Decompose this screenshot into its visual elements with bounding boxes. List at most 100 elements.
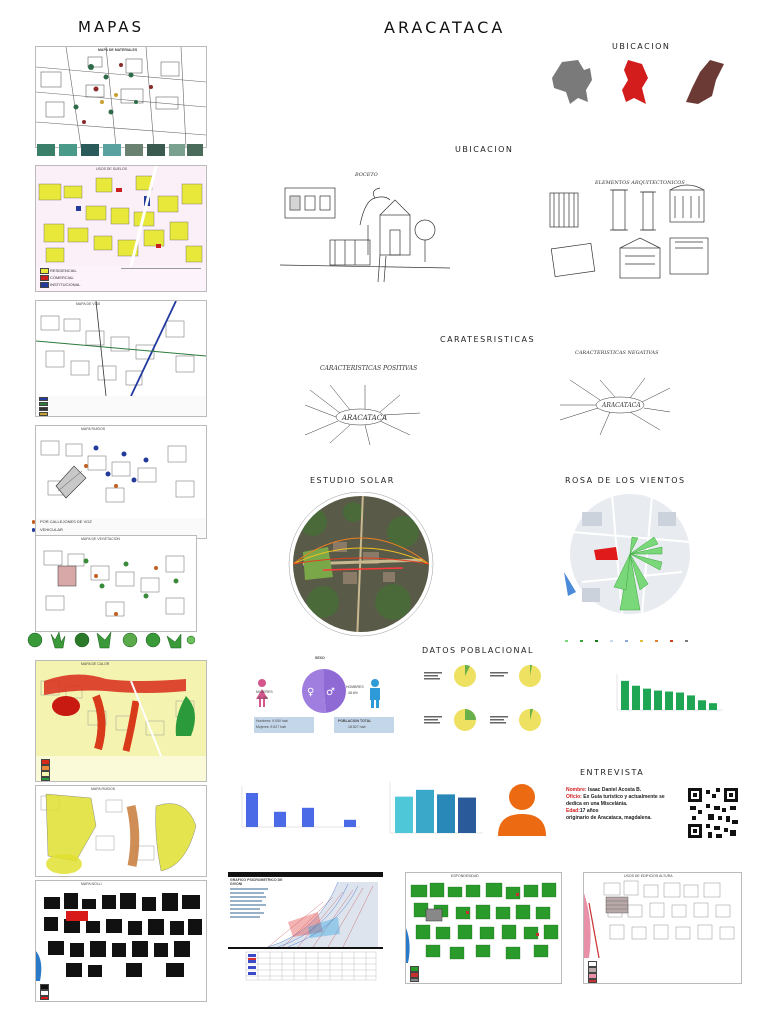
- pie-2: [519, 664, 541, 687]
- wind-rose-legend-dots: [565, 640, 688, 642]
- location-silhouettes: [552, 60, 724, 104]
- roads-map-title: MAPA DE VIAS: [76, 302, 101, 306]
- height-legend-2: [588, 967, 597, 973]
- heat-map-title: MAPA DE CALOR: [81, 662, 110, 666]
- material-swatches: [35, 144, 205, 158]
- population-table-right: POBLACION TOTAL 18.527 hab: [334, 717, 394, 733]
- interview-name-label: Nombre:: [566, 787, 587, 793]
- pie-3: [454, 709, 476, 731]
- sketch-b-label: ELEMENTOS ARQUITECTONICOS: [595, 180, 685, 186]
- aracataca-silhouette: [686, 60, 724, 104]
- density-legend-3: [410, 978, 419, 982]
- female-icon: [256, 679, 268, 707]
- estudio-solar-title: ESTUDIO SOLAR: [310, 476, 395, 485]
- men-count: Hombres: 9.000 hab: [256, 719, 288, 723]
- sketch-architecture: ELEMENTOS ARQUITECTONICOS: [545, 178, 715, 288]
- interview-age: 17 años: [579, 808, 599, 814]
- land-use-map-drawing: [36, 166, 206, 267]
- green-bars-group: [621, 680, 717, 710]
- mind-map-negative-title: CARACTERISTICAS NEGATIVAS: [575, 350, 659, 356]
- vegetation-map-drawing: [36, 536, 196, 631]
- teal-bar-3: [458, 797, 476, 833]
- green-bar-2: [643, 688, 651, 710]
- sketch-architecture-drawing: [549, 184, 709, 279]
- green-bar-7: [698, 700, 706, 710]
- noise-map-2-title: MAPA RUIDOS: [91, 787, 116, 791]
- height-legend-1: [588, 961, 597, 967]
- noise-map-2-drawing: [36, 786, 206, 876]
- pie-1: [454, 664, 476, 687]
- swatch-6: [147, 144, 165, 156]
- interview-origin: originario de Aracataca, magdalena.: [566, 815, 652, 821]
- main-title: ARACATACA: [384, 18, 506, 37]
- entrevista-title: ENTREVISTA: [580, 768, 645, 777]
- mind-map-positive-drawing: [304, 384, 421, 446]
- nolli-legend-1: [40, 984, 49, 990]
- male-symbol: ♂: [326, 687, 335, 698]
- vegetation-map: MAPA DE VEGETACION: [35, 535, 197, 632]
- mind-map-negative-center: ARACATACA: [602, 402, 641, 409]
- mapas-title: MAPAS: [78, 18, 145, 36]
- legend-residential: RESIDENCIAL: [50, 268, 77, 273]
- person-icon: [498, 784, 546, 836]
- roads-legend-3: [39, 407, 48, 411]
- swatch-5: [125, 144, 143, 156]
- legend-institutional: INSTITUCIONAL: [50, 282, 81, 287]
- plant-icons-svg: [27, 631, 196, 649]
- male-label: HOMBRES: [346, 685, 364, 689]
- qr-code[interactable]: [686, 786, 740, 840]
- swatch-2: [59, 144, 77, 156]
- interview-job-label: Oficio:: [566, 794, 582, 800]
- female-label: MUJERES: [256, 690, 273, 694]
- mind-map-positive: CARACTERISTICAS POSITIVAS ARACATACA: [280, 355, 460, 460]
- interview-row-2: Oficio: Ex Guía turístico y actualmente …: [566, 794, 681, 808]
- swatch-4: [103, 144, 121, 156]
- sex-distribution-panel: SEXO ♀ ♂ MUJERES 51.4% HOMBRES 48.6% Hom…: [252, 656, 397, 736]
- datos-poblacional-title: DATOS POBLACIONAL: [422, 646, 534, 655]
- building-height-title: USOS DE EDIFICIOS ALTURA: [624, 874, 673, 878]
- density-legend-1: [410, 966, 419, 972]
- roads-legend-1: [39, 397, 48, 401]
- rosa-vientos-title: ROSA DE LOS VIENTOS: [565, 476, 686, 485]
- female-pct: 51.4%: [258, 696, 268, 700]
- mind-map-positive-center: ARACATACA: [342, 414, 388, 422]
- nolli-map: MAPA NOLLI: [35, 880, 207, 1002]
- green-bar-5: [676, 692, 684, 710]
- swatch-7: [169, 144, 185, 156]
- roads-legend-4: [39, 412, 48, 416]
- noise-map-title: MAPA RUIDOS: [81, 427, 106, 431]
- blue-bar-0: [246, 793, 258, 827]
- pie-4: [519, 708, 541, 731]
- male-pct: 48.6%: [348, 691, 358, 695]
- blue-bar-chart: [241, 786, 360, 828]
- colombia-silhouette: [552, 60, 592, 104]
- small-pie-charts: [424, 664, 541, 731]
- height-legend-3: [588, 973, 597, 979]
- sketch-street: BOCETO: [280, 170, 450, 285]
- psychro-title: GRAFICO PSICROMETRICO DE GIVONI: [230, 878, 283, 886]
- materials-map: MAPA DE MATERIALES: [35, 46, 207, 148]
- density-legend-2: [410, 972, 419, 978]
- mind-map-negative: CARACTERISTICAS NEGATIVAS ARACATACA: [530, 350, 700, 450]
- interview-job: Ex Guía turístico y actualmente se dedic…: [566, 794, 665, 807]
- psychrometric-chart: GRAFICO PSICROMETRICO DE GIVONI: [228, 872, 383, 982]
- building-height-map: USOS DE EDIFICIOS ALTURA: [583, 872, 742, 984]
- sex-pie-chart: ♀ ♂: [256, 669, 380, 713]
- noise-legend-2: VEHICULAR: [40, 527, 63, 532]
- sketch-a-label: BOCETO: [355, 172, 378, 178]
- wind-rose-legend: [560, 630, 710, 642]
- vegetation-map-title: MAPA DE VEGETACION: [81, 537, 120, 541]
- psychro-drawing: [228, 881, 383, 981]
- swatch-1: [37, 144, 55, 156]
- legend-swatch-institutional: [40, 282, 49, 288]
- noise-legend-dot-2: [32, 528, 35, 532]
- teal-bars-group: [395, 789, 476, 833]
- interview-name: Isaac Daniel Acosta B.: [587, 787, 642, 793]
- population-table-left: Hombres: 9.000 hab Mujeres: 9.527 hab: [254, 717, 314, 733]
- density-map-drawing: [406, 873, 561, 963]
- mind-map-positive-title: CARACTERISTICAS POSITIVAS: [320, 365, 418, 372]
- heat-legend-1: [41, 759, 50, 765]
- teal-bar-chart: [389, 782, 483, 834]
- sex-pie-slice-1: [324, 669, 347, 713]
- green-bar-0: [621, 680, 629, 710]
